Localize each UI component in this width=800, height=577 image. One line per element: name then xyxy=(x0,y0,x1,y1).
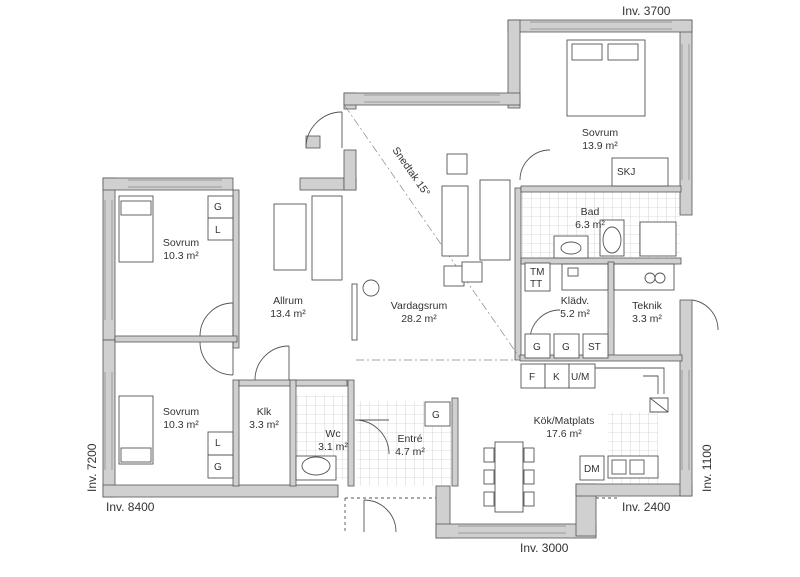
room-area-bad: 6.3 m² xyxy=(575,219,605,231)
fixture-l: L xyxy=(215,438,221,449)
room-name-allrum: Allrum xyxy=(273,295,303,307)
dimension-bottom-left: Inv. 8400 xyxy=(106,500,155,514)
fixture-l: L xyxy=(215,225,221,236)
fixture-f: F xyxy=(529,372,535,383)
sloped-ceiling-note: Snedtak 15° xyxy=(390,145,433,199)
room-name-entre: Entré xyxy=(397,433,422,445)
room-area-kok-matplats: 17.6 m² xyxy=(546,428,582,440)
fixture-g: G xyxy=(562,342,570,353)
kitchen-storage-units xyxy=(424,262,665,481)
room-area-allrum: 13.4 m² xyxy=(270,308,306,320)
dimension-bottom: Inv. 3000 xyxy=(520,541,569,555)
room-area-sovrum: 10.3 m² xyxy=(163,419,199,431)
room-name-bad: Bad xyxy=(581,206,600,218)
fixture-um: U/M xyxy=(571,372,589,383)
fixture-g: G xyxy=(214,202,222,213)
fixture-codes: G L L G SKJ TM TT G G ST F K U/M DM G xyxy=(214,167,635,475)
room-name-sovrum: Sovrum xyxy=(163,237,199,249)
room-area-klk: 3.3 m² xyxy=(249,419,279,431)
room-area-entre: 4.7 m² xyxy=(395,446,425,458)
sloped-ceiling-lines xyxy=(344,105,521,361)
dimension-labels: Inv. 3700 Inv. 7200 Inv. 1100 Inv. 8400 … xyxy=(85,4,714,555)
room-name-kladv: Klädv. xyxy=(561,295,589,307)
dimension-right-vertical: Inv. 1100 xyxy=(700,444,714,492)
fixture-tm: TM xyxy=(530,267,544,278)
room-area-teknik: 3.3 m² xyxy=(632,313,662,325)
dimension-left-vertical: Inv. 7200 xyxy=(85,443,99,492)
room-name-wc: Wc xyxy=(325,428,340,440)
dimension-top: Inv. 3700 xyxy=(622,4,671,18)
fixture-skj: SKJ xyxy=(617,167,635,178)
fixture-st: ST xyxy=(588,342,601,353)
fixture-dm: DM xyxy=(584,464,600,475)
room-name-klk: Klk xyxy=(257,406,272,418)
fixture-k: K xyxy=(553,372,560,383)
fixture-g: G xyxy=(214,462,222,473)
windows xyxy=(104,21,690,534)
fixture-g: G xyxy=(533,342,541,353)
furniture xyxy=(118,39,677,513)
room-name-sovrum: Sovrum xyxy=(163,406,199,418)
room-area-sovrum: 13.9 m² xyxy=(582,140,618,152)
room-name-kok-matplats: Kök/Matplats xyxy=(534,415,595,427)
room-area-wc: 3.1 m² xyxy=(318,441,348,453)
fixture-g: G xyxy=(432,410,440,421)
room-area-sovrum: 10.3 m² xyxy=(163,250,199,262)
room-name-sovrum: Sovrum xyxy=(582,127,618,139)
room-area-kladv: 5.2 m² xyxy=(560,308,590,320)
room-name-vardagsrum: Vardagsrum xyxy=(391,300,448,312)
fixture-tt: TT xyxy=(530,279,542,290)
room-labels: Sovrum 13.9 m² Bad 6.3 m² Sovrum 10.3 m²… xyxy=(163,127,663,458)
room-name-teknik: Teknik xyxy=(632,300,663,312)
room-area-vardagsrum: 28.2 m² xyxy=(401,313,437,325)
dimension-bottom-right: Inv. 2400 xyxy=(622,500,671,514)
